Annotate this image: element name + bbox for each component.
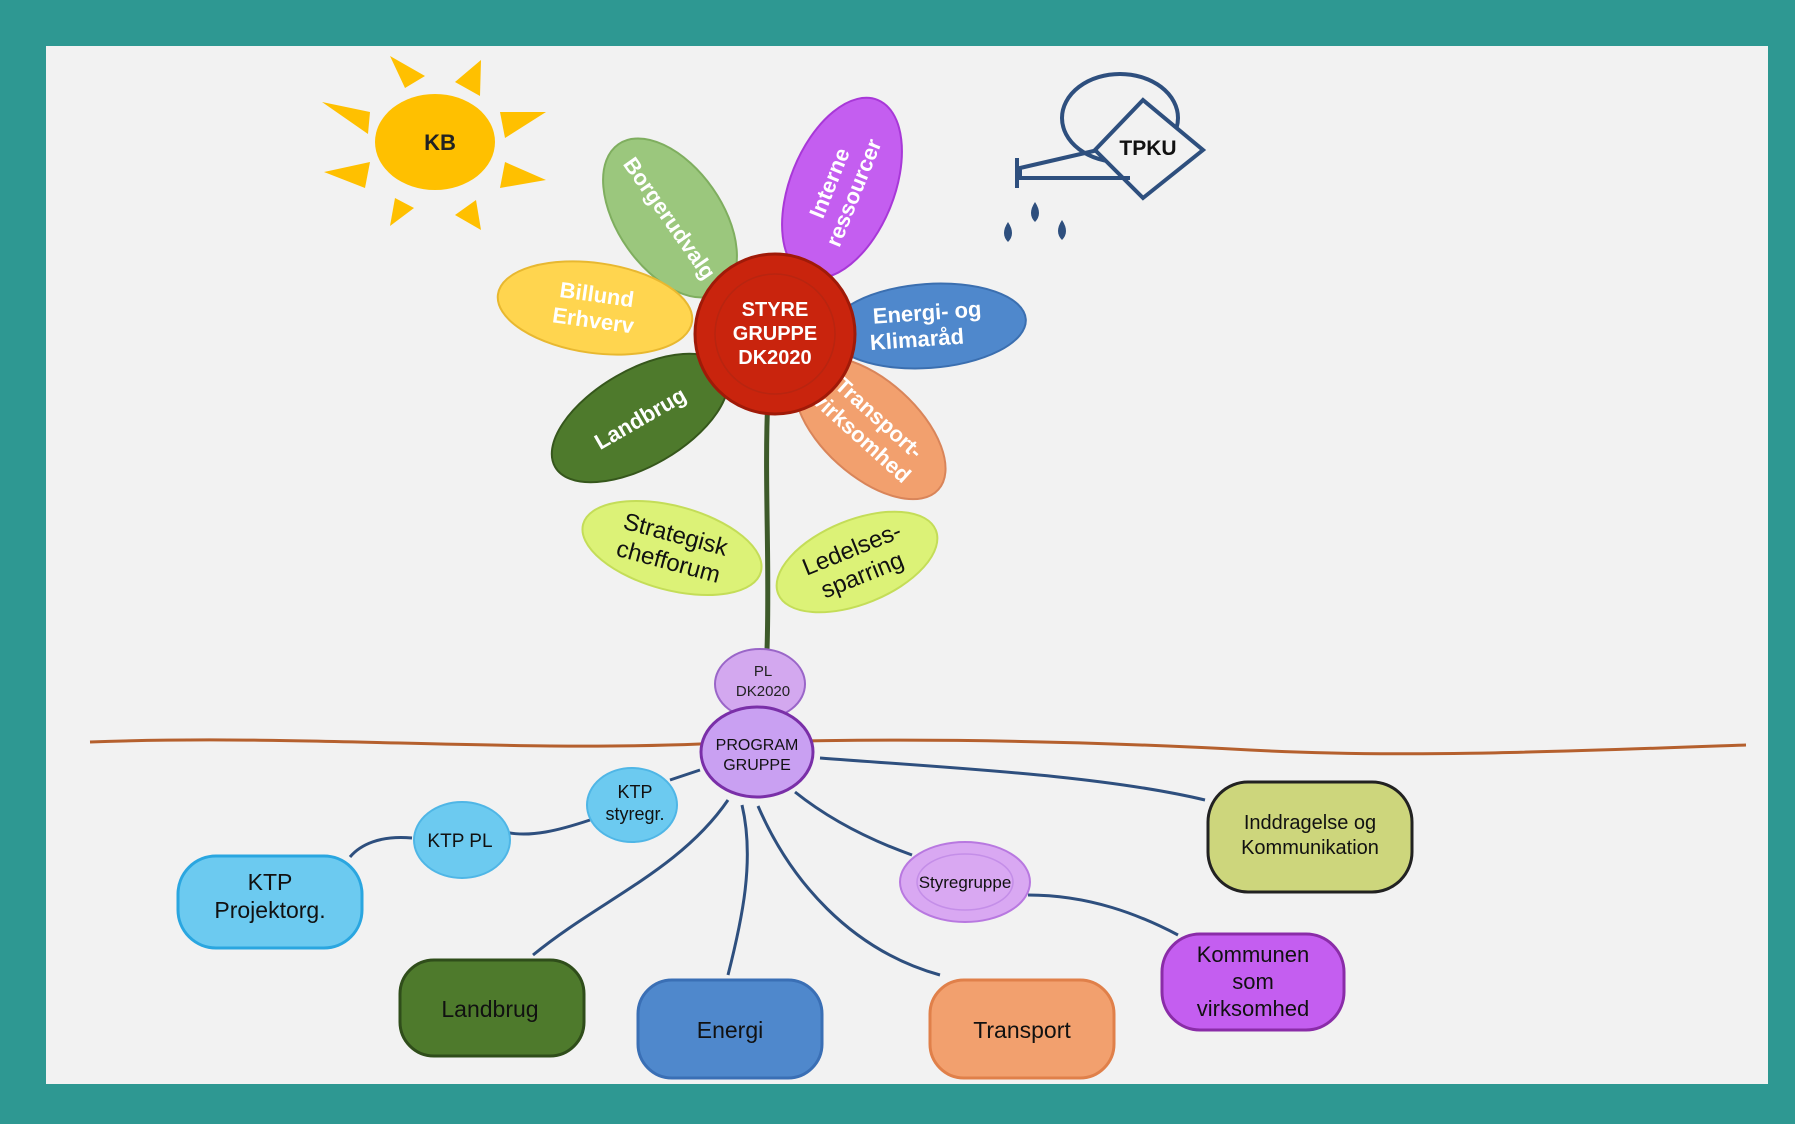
- node-shape: [1160, 932, 1346, 1032]
- node-kommunen-som-virksomhed: Kommunen som virksomhed: [1160, 932, 1346, 1032]
- node-label: KTP PL: [427, 831, 492, 852]
- node-ktp-pl: KTP PL: [413, 801, 511, 879]
- petal-energi-klimaraad: Energi- og Klimaråd: [829, 282, 1027, 370]
- node-label: PL: [754, 663, 772, 680]
- node-shape: [699, 705, 815, 799]
- watering-can-body: [1092, 97, 1207, 201]
- node-shape: [398, 958, 586, 1058]
- sun-icon: KB: [322, 56, 546, 230]
- connector-ktp-styregr-ktp-pl: [504, 818, 591, 836]
- node-label: Kommunen: [1197, 942, 1310, 967]
- sun-label: KB: [424, 130, 456, 155]
- connector-program-landbrug: [532, 799, 730, 957]
- sun-rays: [322, 56, 546, 230]
- node-label: DK2020: [736, 683, 790, 700]
- petal-interne-ressourcer: Interne ressourcer: [781, 96, 903, 280]
- center-label: STYRE: [742, 299, 809, 321]
- flower-stem: [764, 394, 771, 651]
- node-inddragelse-kommunikation: Inddragelse og Kommunikation: [1206, 780, 1414, 894]
- node-ring: [916, 853, 1014, 911]
- node-label: Transport: [973, 1017, 1071, 1043]
- node-label: Inddragelse og: [1244, 812, 1376, 834]
- connector-program-ktp-styregr: [669, 768, 701, 782]
- node-styregruppe: Styregruppe: [899, 841, 1031, 923]
- water-drops: [1004, 202, 1066, 242]
- node-energi: Energi: [636, 978, 824, 1080]
- connector-ktp-pl-projektorg: [348, 835, 413, 858]
- center-label: GRUPPE: [733, 323, 817, 345]
- node-shape: [1206, 780, 1414, 894]
- node-shape: [928, 978, 1116, 1080]
- connector-program-transport: [756, 805, 941, 977]
- node-label: som: [1232, 969, 1274, 994]
- water-drop-icon: [1004, 222, 1012, 242]
- watering-can-icon: [1015, 72, 1207, 201]
- node-ktp-projektorg: KTP Projektorg.: [176, 854, 364, 950]
- node-shape: [176, 854, 364, 950]
- node-label: KTP: [248, 869, 293, 895]
- center-label: DK2020: [738, 347, 811, 369]
- node-label: PROGRAM: [716, 737, 799, 754]
- node-shape: [586, 767, 678, 843]
- sun-disc: [375, 94, 495, 190]
- node-transport: Transport: [928, 978, 1116, 1080]
- node-label: Projektorg.: [214, 897, 325, 923]
- node-label: Landbrug: [441, 996, 538, 1022]
- node-label: styregr.: [605, 804, 664, 824]
- leaf-ledelses-sparring: Ledelses- sparring: [775, 510, 939, 614]
- ground-line: [89, 738, 1747, 756]
- connector-styregruppe-kommunen: [1027, 893, 1179, 937]
- node-landbrug: Landbrug: [398, 958, 586, 1058]
- petal-billund-erhverv: Billund Erhverv: [496, 260, 694, 356]
- node-label: GRUPPE: [723, 757, 791, 774]
- water-drop-icon: [1031, 202, 1039, 222]
- node-label: Styregruppe: [919, 873, 1012, 892]
- watering-can-label: TPKU: [1119, 137, 1176, 160]
- node-shape: [413, 801, 511, 879]
- center-ring: [714, 273, 836, 395]
- node-shape: [636, 978, 824, 1080]
- leaf-shape: [581, 499, 763, 597]
- connector-program-inddragelse: [819, 756, 1206, 802]
- node-label: Energi: [697, 1017, 763, 1043]
- node-label: virksomhed: [1197, 996, 1309, 1021]
- connector-program-styregruppe: [794, 790, 913, 857]
- node-label: Kommunikation: [1241, 837, 1379, 859]
- petal-shape: [496, 260, 694, 356]
- node-program-gruppe: PROGRAM GRUPPE: [699, 705, 815, 799]
- flower-center-styregruppe: STYRE GRUPPE DK2020: [693, 252, 857, 416]
- root-connectors: [348, 756, 1206, 977]
- petal-landbrug: Landbrug: [550, 352, 730, 484]
- node-ktp-styregr: KTP styregr.: [586, 767, 678, 843]
- connector-program-energi: [726, 804, 749, 976]
- watering-can-spout: [1018, 148, 1130, 180]
- water-drop-icon: [1058, 220, 1066, 240]
- center-shape: [693, 252, 857, 416]
- leaf-shape: [775, 510, 939, 614]
- node-label: KTP: [617, 782, 652, 802]
